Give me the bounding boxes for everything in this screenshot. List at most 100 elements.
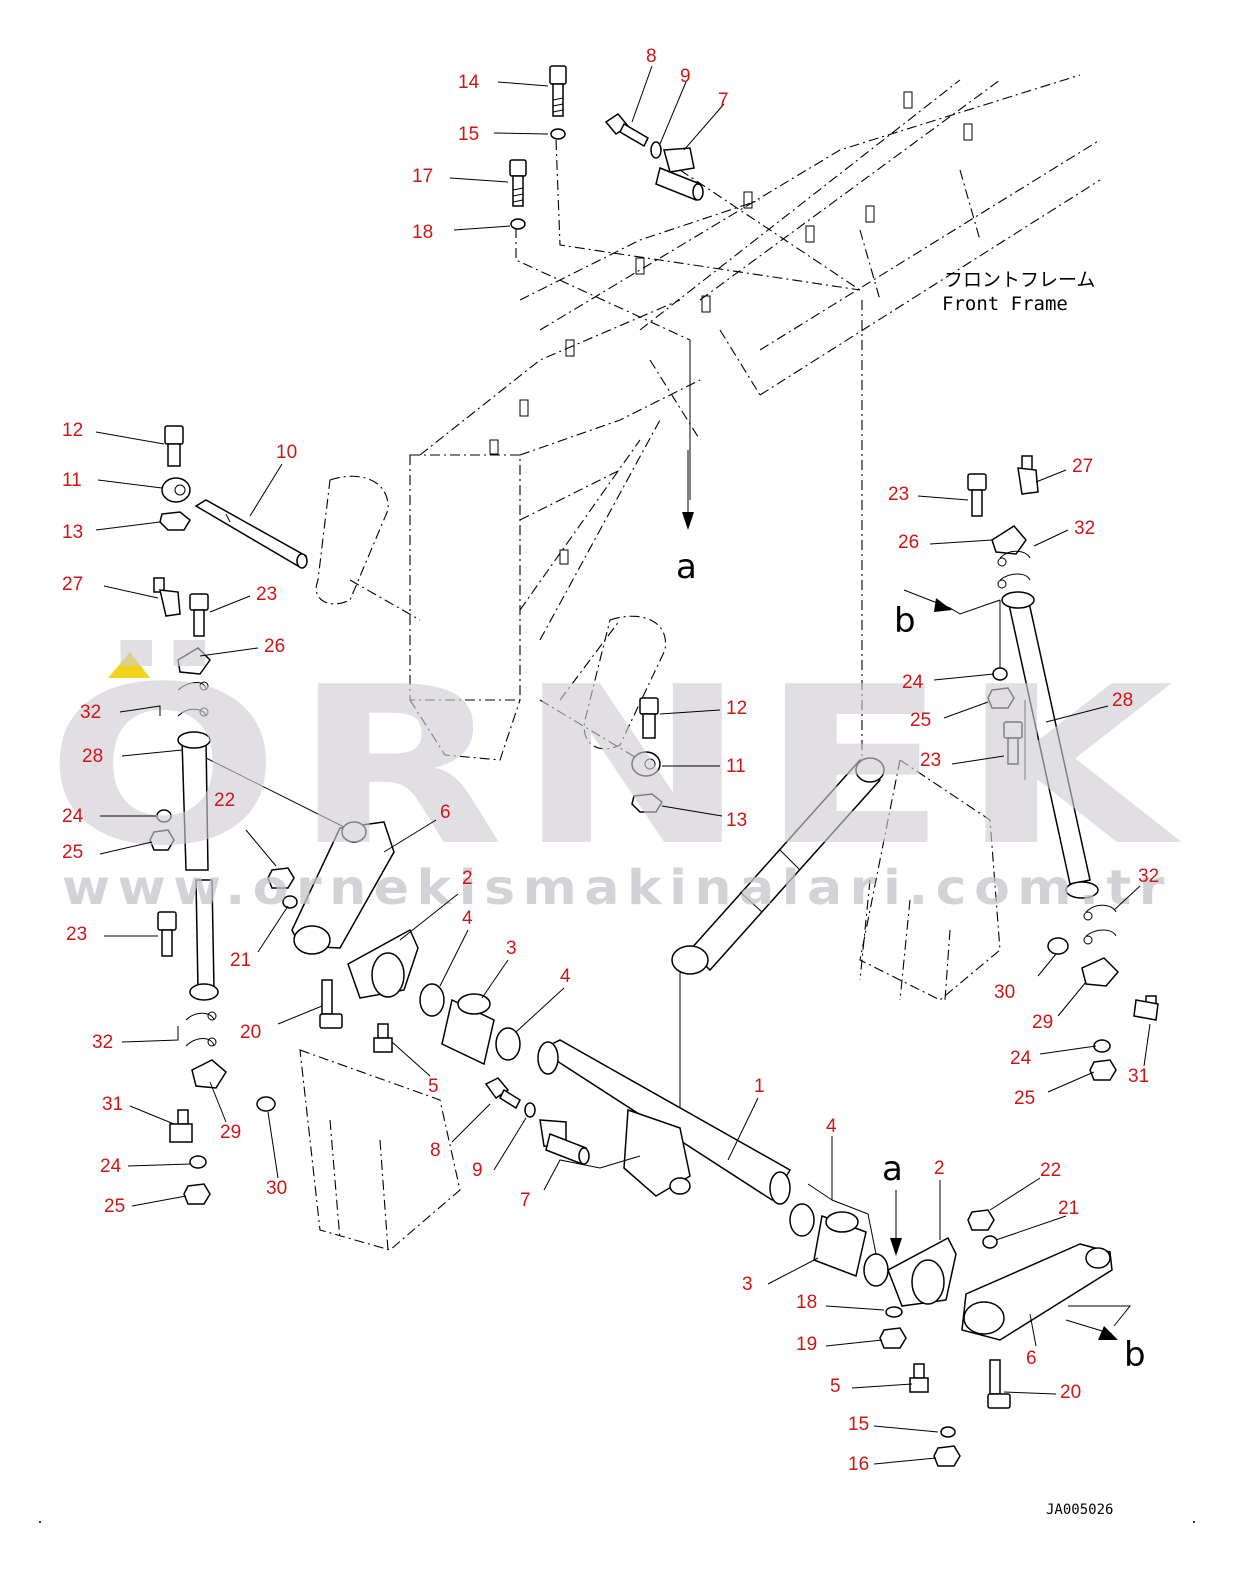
grease-fitting-5-left bbox=[373, 1023, 393, 1053]
watermark-accent-shape bbox=[108, 652, 150, 678]
callout: 23 bbox=[66, 924, 87, 945]
callout: 17 bbox=[412, 166, 433, 187]
callout: 5 bbox=[830, 1376, 841, 1397]
nut-22-right bbox=[967, 1209, 995, 1231]
ring-30-right bbox=[1047, 937, 1069, 955]
callout: 32 bbox=[1074, 518, 1095, 539]
callout: 26 bbox=[264, 636, 285, 657]
corner-marks bbox=[39, 1521, 1195, 1523]
callout: 25 bbox=[62, 842, 83, 863]
view-marker-a-top: a bbox=[676, 547, 697, 587]
callout: 32 bbox=[1138, 866, 1159, 887]
grease-fitting-5-right bbox=[909, 1363, 929, 1393]
washer-24-right-b bbox=[1093, 1039, 1111, 1053]
seal-4-right-a bbox=[789, 1203, 815, 1237]
callout: 24 bbox=[1010, 1048, 1032, 1069]
bolt-8-lower bbox=[484, 1077, 521, 1110]
bolt-20-left bbox=[319, 979, 343, 1029]
rod-28-right bbox=[1001, 591, 1099, 899]
watermark-url: www.ornekismakinalari.com.tr bbox=[62, 860, 1172, 916]
callout: 32 bbox=[92, 1032, 113, 1053]
watermark-brand: ÖRNEK bbox=[46, 640, 1186, 894]
fitting-31-right bbox=[1133, 995, 1159, 1021]
nut-13-mid bbox=[631, 793, 663, 813]
nut-25-right-a bbox=[987, 687, 1015, 709]
callout: 3 bbox=[742, 1274, 753, 1295]
washer-18-lower bbox=[885, 1306, 903, 1318]
callout: 4 bbox=[462, 908, 473, 929]
bolt-12-mid bbox=[639, 697, 659, 739]
clamp-26-left bbox=[177, 647, 211, 675]
nut-22-left bbox=[267, 867, 295, 889]
washer-24-left-b bbox=[189, 1155, 207, 1169]
seal-4-right-b bbox=[863, 1253, 889, 1287]
callout: 25 bbox=[104, 1196, 125, 1217]
callout: 2 bbox=[462, 868, 473, 889]
bolt-23-right-top bbox=[967, 473, 987, 517]
bushing-3-right bbox=[813, 1211, 867, 1278]
callout: 18 bbox=[796, 1292, 817, 1313]
front-frame-outline bbox=[299, 74, 1101, 1251]
callout: 22 bbox=[214, 790, 235, 811]
callout: 28 bbox=[82, 746, 103, 767]
callout: 8 bbox=[646, 46, 657, 67]
callout: 31 bbox=[102, 1094, 123, 1115]
callout-labels: 14 15 17 18 8 9 7 12 11 13 10 27 23 26 3… bbox=[62, 46, 1159, 1475]
callout: 11 bbox=[62, 470, 82, 491]
callout: 13 bbox=[726, 810, 747, 831]
washer-15-lower bbox=[940, 1426, 956, 1438]
bracket-2-left bbox=[347, 928, 419, 999]
callout: 20 bbox=[1060, 1382, 1081, 1403]
washer-9-lower bbox=[524, 1102, 536, 1118]
cylinder-assembly bbox=[671, 757, 885, 975]
callout: 1 bbox=[754, 1076, 765, 1097]
nut-19 bbox=[879, 1327, 907, 1349]
drawing-number: JA005026 bbox=[1046, 1502, 1113, 1518]
callout: 22 bbox=[1040, 1160, 1061, 1181]
collar-11-left bbox=[161, 477, 191, 503]
callout: 12 bbox=[726, 698, 747, 719]
bracket-2-right bbox=[887, 1236, 957, 1307]
callout: 4 bbox=[560, 966, 571, 987]
callout: 7 bbox=[520, 1190, 531, 1211]
clip-32-left-top bbox=[177, 681, 209, 717]
callout: 5 bbox=[428, 1076, 439, 1097]
callout: 27 bbox=[1072, 456, 1093, 477]
elbow-27-left bbox=[153, 577, 181, 617]
callout: 23 bbox=[888, 484, 909, 505]
callout: 30 bbox=[266, 1178, 287, 1199]
bolt-14 bbox=[549, 65, 567, 117]
callout: 16 bbox=[848, 1454, 869, 1475]
callout: 31 bbox=[1128, 1066, 1149, 1087]
axle-1 bbox=[537, 1039, 792, 1205]
ring-30-left bbox=[256, 1096, 276, 1112]
callout-leaders bbox=[95, 65, 1151, 1465]
washer-21-right bbox=[982, 1235, 998, 1249]
clip-32-left-bottom bbox=[185, 1011, 217, 1047]
bolt-8-top bbox=[604, 113, 649, 148]
elbow-27-right bbox=[1017, 455, 1039, 495]
callout: 8 bbox=[430, 1140, 441, 1161]
view-marker-b-upper: b bbox=[894, 601, 916, 641]
callout: 2 bbox=[934, 1158, 945, 1179]
view-arrows bbox=[682, 450, 1132, 1340]
callout: 29 bbox=[1032, 1012, 1053, 1033]
callout: 25 bbox=[910, 710, 931, 731]
clamp-29-left bbox=[191, 1059, 227, 1089]
callout: 29 bbox=[220, 1122, 241, 1143]
callout: 3 bbox=[506, 938, 517, 959]
callout: 18 bbox=[412, 222, 433, 243]
bolt-12-left bbox=[164, 425, 184, 467]
pin-7-top bbox=[655, 147, 704, 202]
nut-25-left-a bbox=[149, 829, 175, 851]
callout: 15 bbox=[458, 124, 479, 145]
washer-24-left-a bbox=[156, 809, 172, 823]
callout: 24 bbox=[902, 672, 924, 693]
callout: 20 bbox=[240, 1022, 261, 1043]
view-marker-a-bottom: a bbox=[882, 1149, 903, 1189]
callout: 23 bbox=[920, 750, 941, 771]
callout: 14 bbox=[458, 72, 480, 93]
clamp-26-right bbox=[991, 525, 1027, 555]
nut-16 bbox=[933, 1445, 961, 1467]
